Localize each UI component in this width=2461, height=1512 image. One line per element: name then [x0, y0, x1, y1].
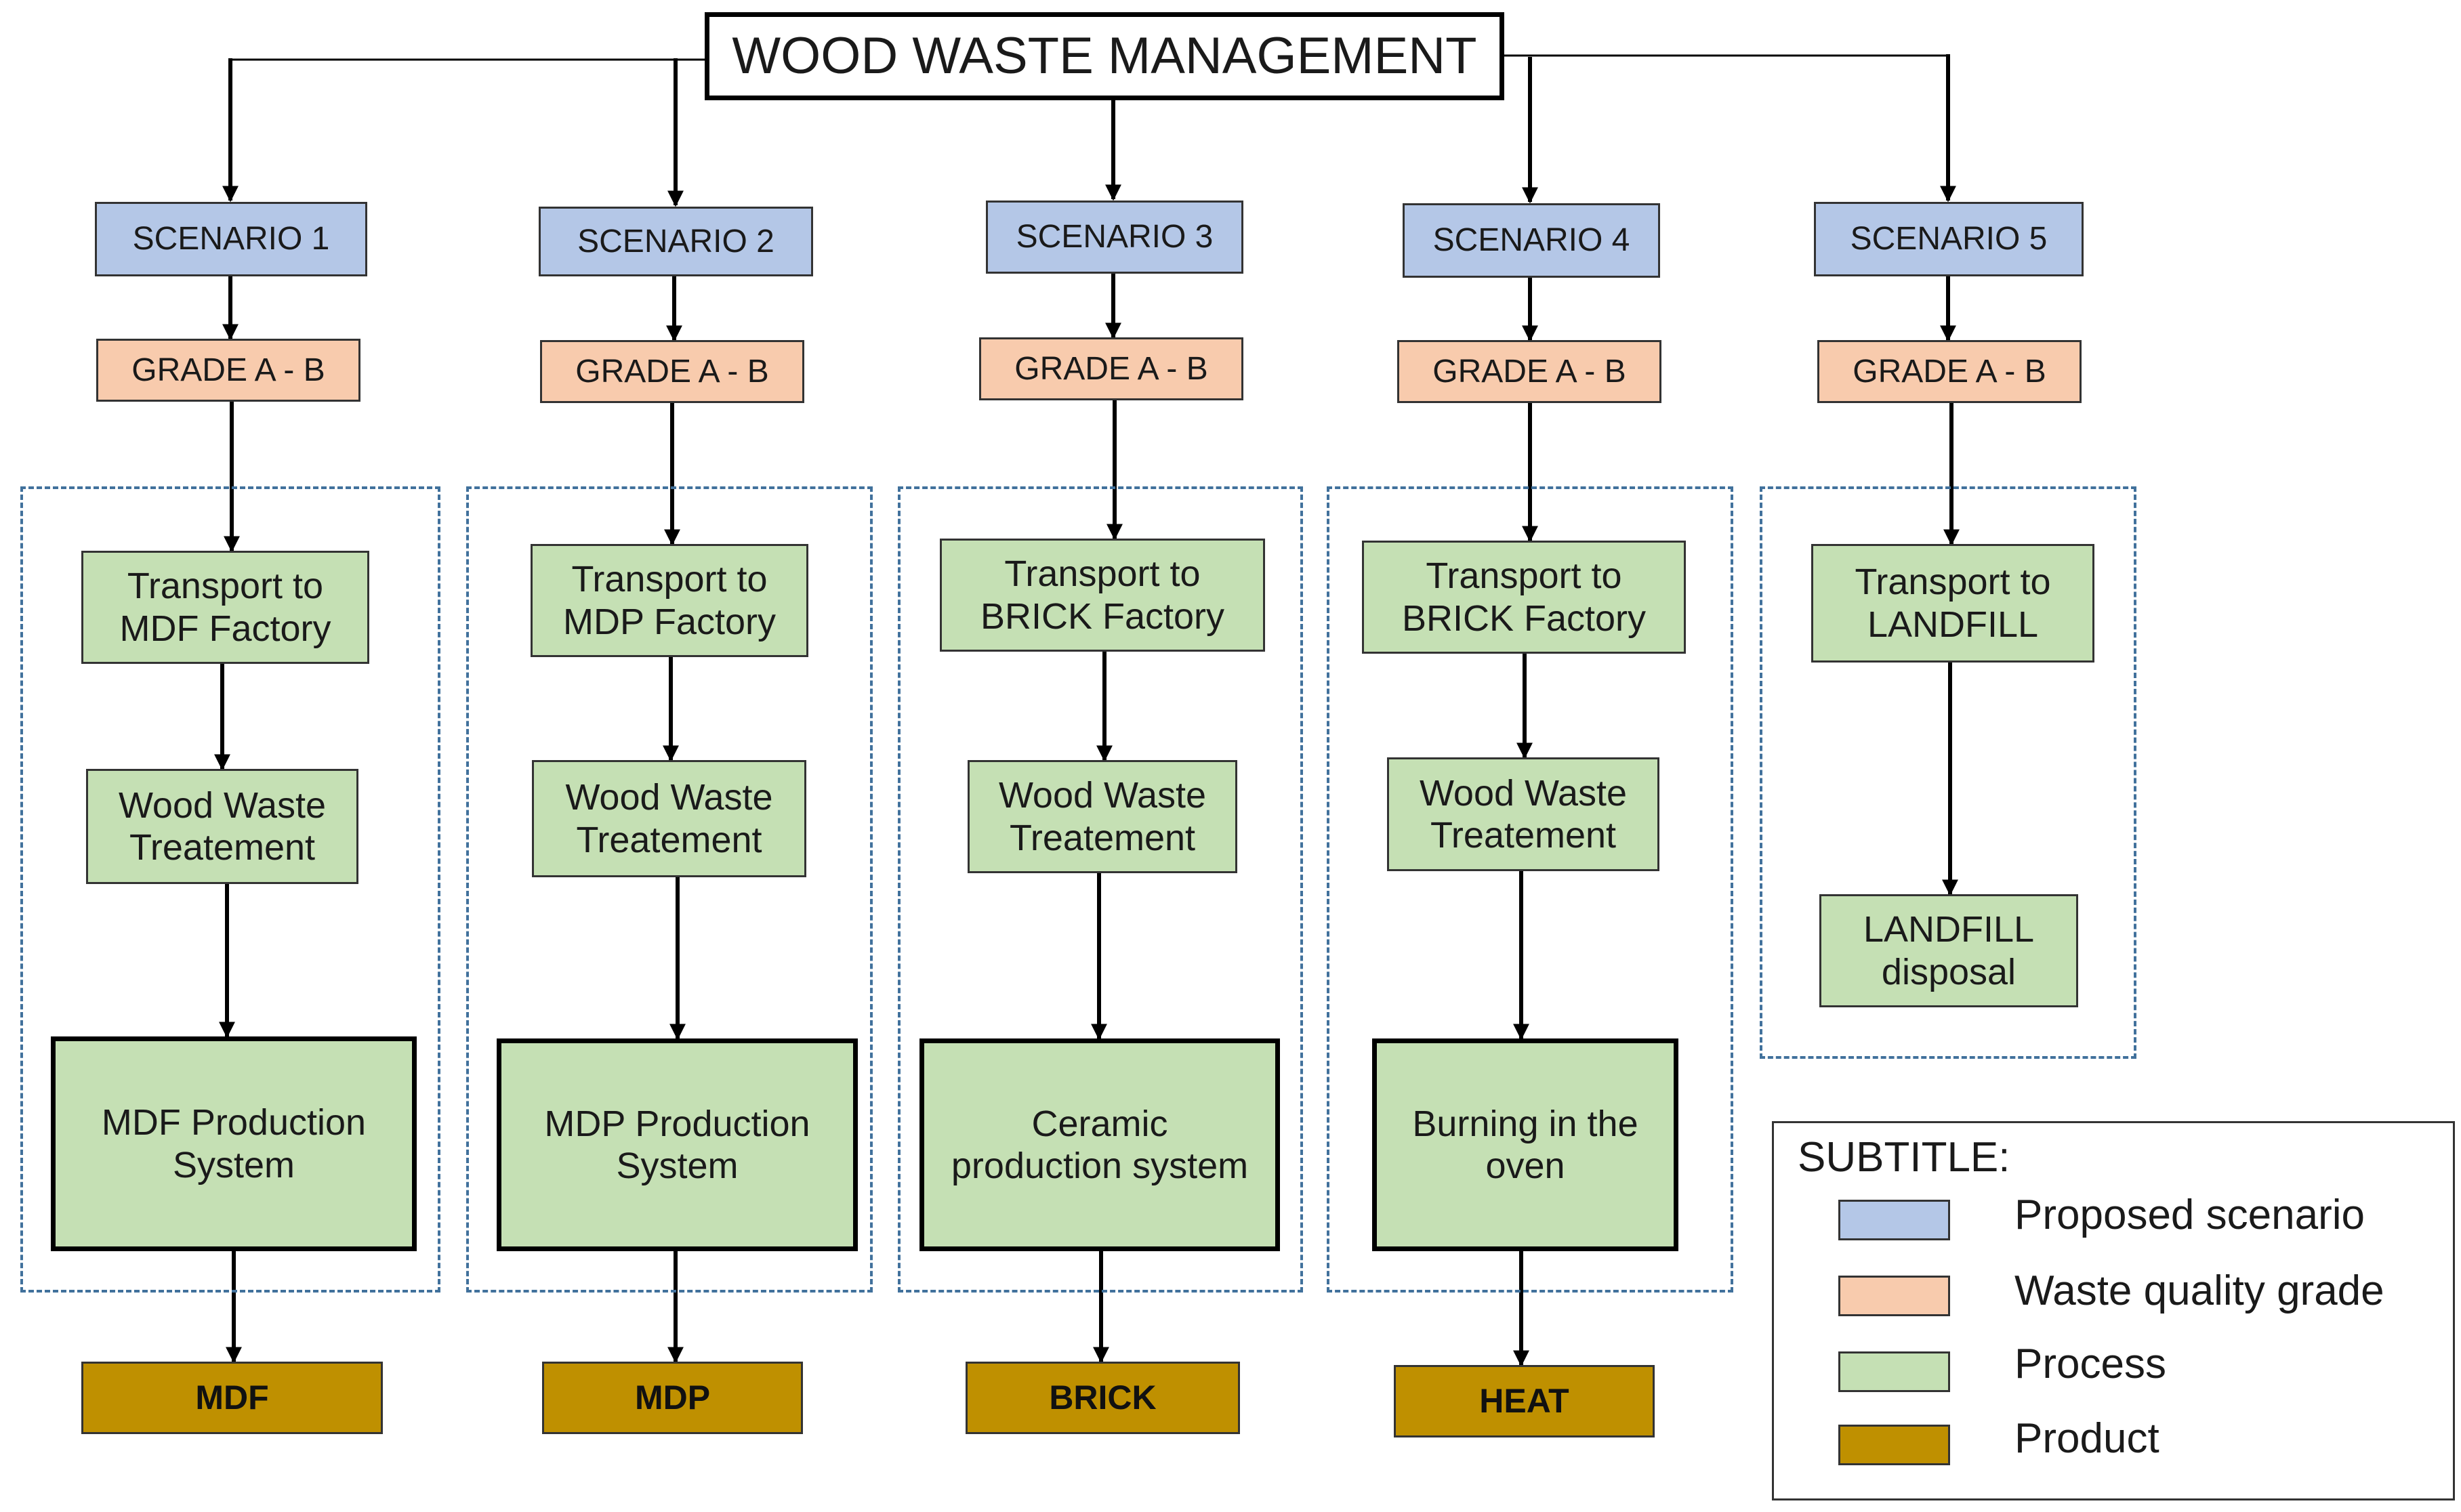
product-4-label: HEAT — [1479, 1381, 1569, 1420]
product-1-box: MDF — [81, 1362, 383, 1434]
legend-label-scenario: Proposed scenario — [2014, 1192, 2365, 1238]
grade-1-label: GRADE A - B — [131, 352, 325, 388]
scenario-3-box: SCENARIO 3 — [986, 201, 1243, 274]
diagram-title: WOOD WASTE MANAGEMENT — [705, 12, 1504, 100]
scenario-1-box: SCENARIO 1 — [95, 202, 367, 276]
legend-label-grade: Waste quality grade — [2014, 1267, 2384, 1314]
legend-swatch-product — [1838, 1425, 1950, 1465]
product-2-box: MDP — [542, 1362, 803, 1434]
legend-swatch-scenario — [1838, 1200, 1950, 1240]
legend-title: SUBTITLE: — [1798, 1134, 2010, 1181]
scenario-1-label: SCENARIO 1 — [132, 221, 330, 257]
legend-label-product: Product — [2014, 1415, 2159, 1462]
grade-3-label: GRADE A - B — [1014, 350, 1208, 387]
product-3-box: BRICK — [966, 1362, 1240, 1434]
grade-3-box: GRADE A - B — [979, 337, 1243, 400]
legend: SUBTITLE: Proposed scenario Waste qualit… — [1772, 1121, 2455, 1500]
scenario-5-label: SCENARIO 5 — [1850, 221, 2048, 257]
scenario-4-label: SCENARIO 4 — [1432, 222, 1630, 259]
scenario-2-box: SCENARIO 2 — [539, 207, 813, 276]
grade-5-label: GRADE A - B — [1853, 353, 2046, 390]
grade-2-box: GRADE A - B — [540, 340, 804, 403]
scenario-4-process-group — [1327, 486, 1733, 1293]
product-4-box: HEAT — [1394, 1365, 1655, 1437]
scenario-4-box: SCENARIO 4 — [1403, 203, 1660, 278]
grade-2-label: GRADE A - B — [575, 353, 769, 390]
scenario-5-process-group — [1760, 486, 2136, 1059]
product-2-label: MDP — [634, 1378, 711, 1416]
scenario-2-label: SCENARIO 2 — [577, 223, 774, 259]
scenario-3-label: SCENARIO 3 — [1016, 219, 1214, 255]
grade-4-box: GRADE A - B — [1397, 340, 1661, 403]
grade-4-label: GRADE A - B — [1432, 353, 1626, 390]
scenario-2-process-group — [466, 486, 873, 1293]
scenario-1-process-group — [20, 486, 440, 1293]
scenario-3-process-group — [898, 486, 1303, 1293]
grade-1-box: GRADE A - B — [96, 339, 360, 402]
legend-label-process: Process — [2014, 1341, 2166, 1387]
scenario-5-box: SCENARIO 5 — [1814, 202, 2084, 276]
legend-swatch-grade — [1838, 1276, 1950, 1316]
grade-5-box: GRADE A - B — [1817, 340, 2082, 403]
diagram-title-text: WOOD WASTE MANAGEMENT — [732, 27, 1477, 85]
product-1-label: MDF — [195, 1378, 269, 1416]
product-3-label: BRICK — [1049, 1378, 1157, 1416]
legend-swatch-process — [1838, 1351, 1950, 1392]
